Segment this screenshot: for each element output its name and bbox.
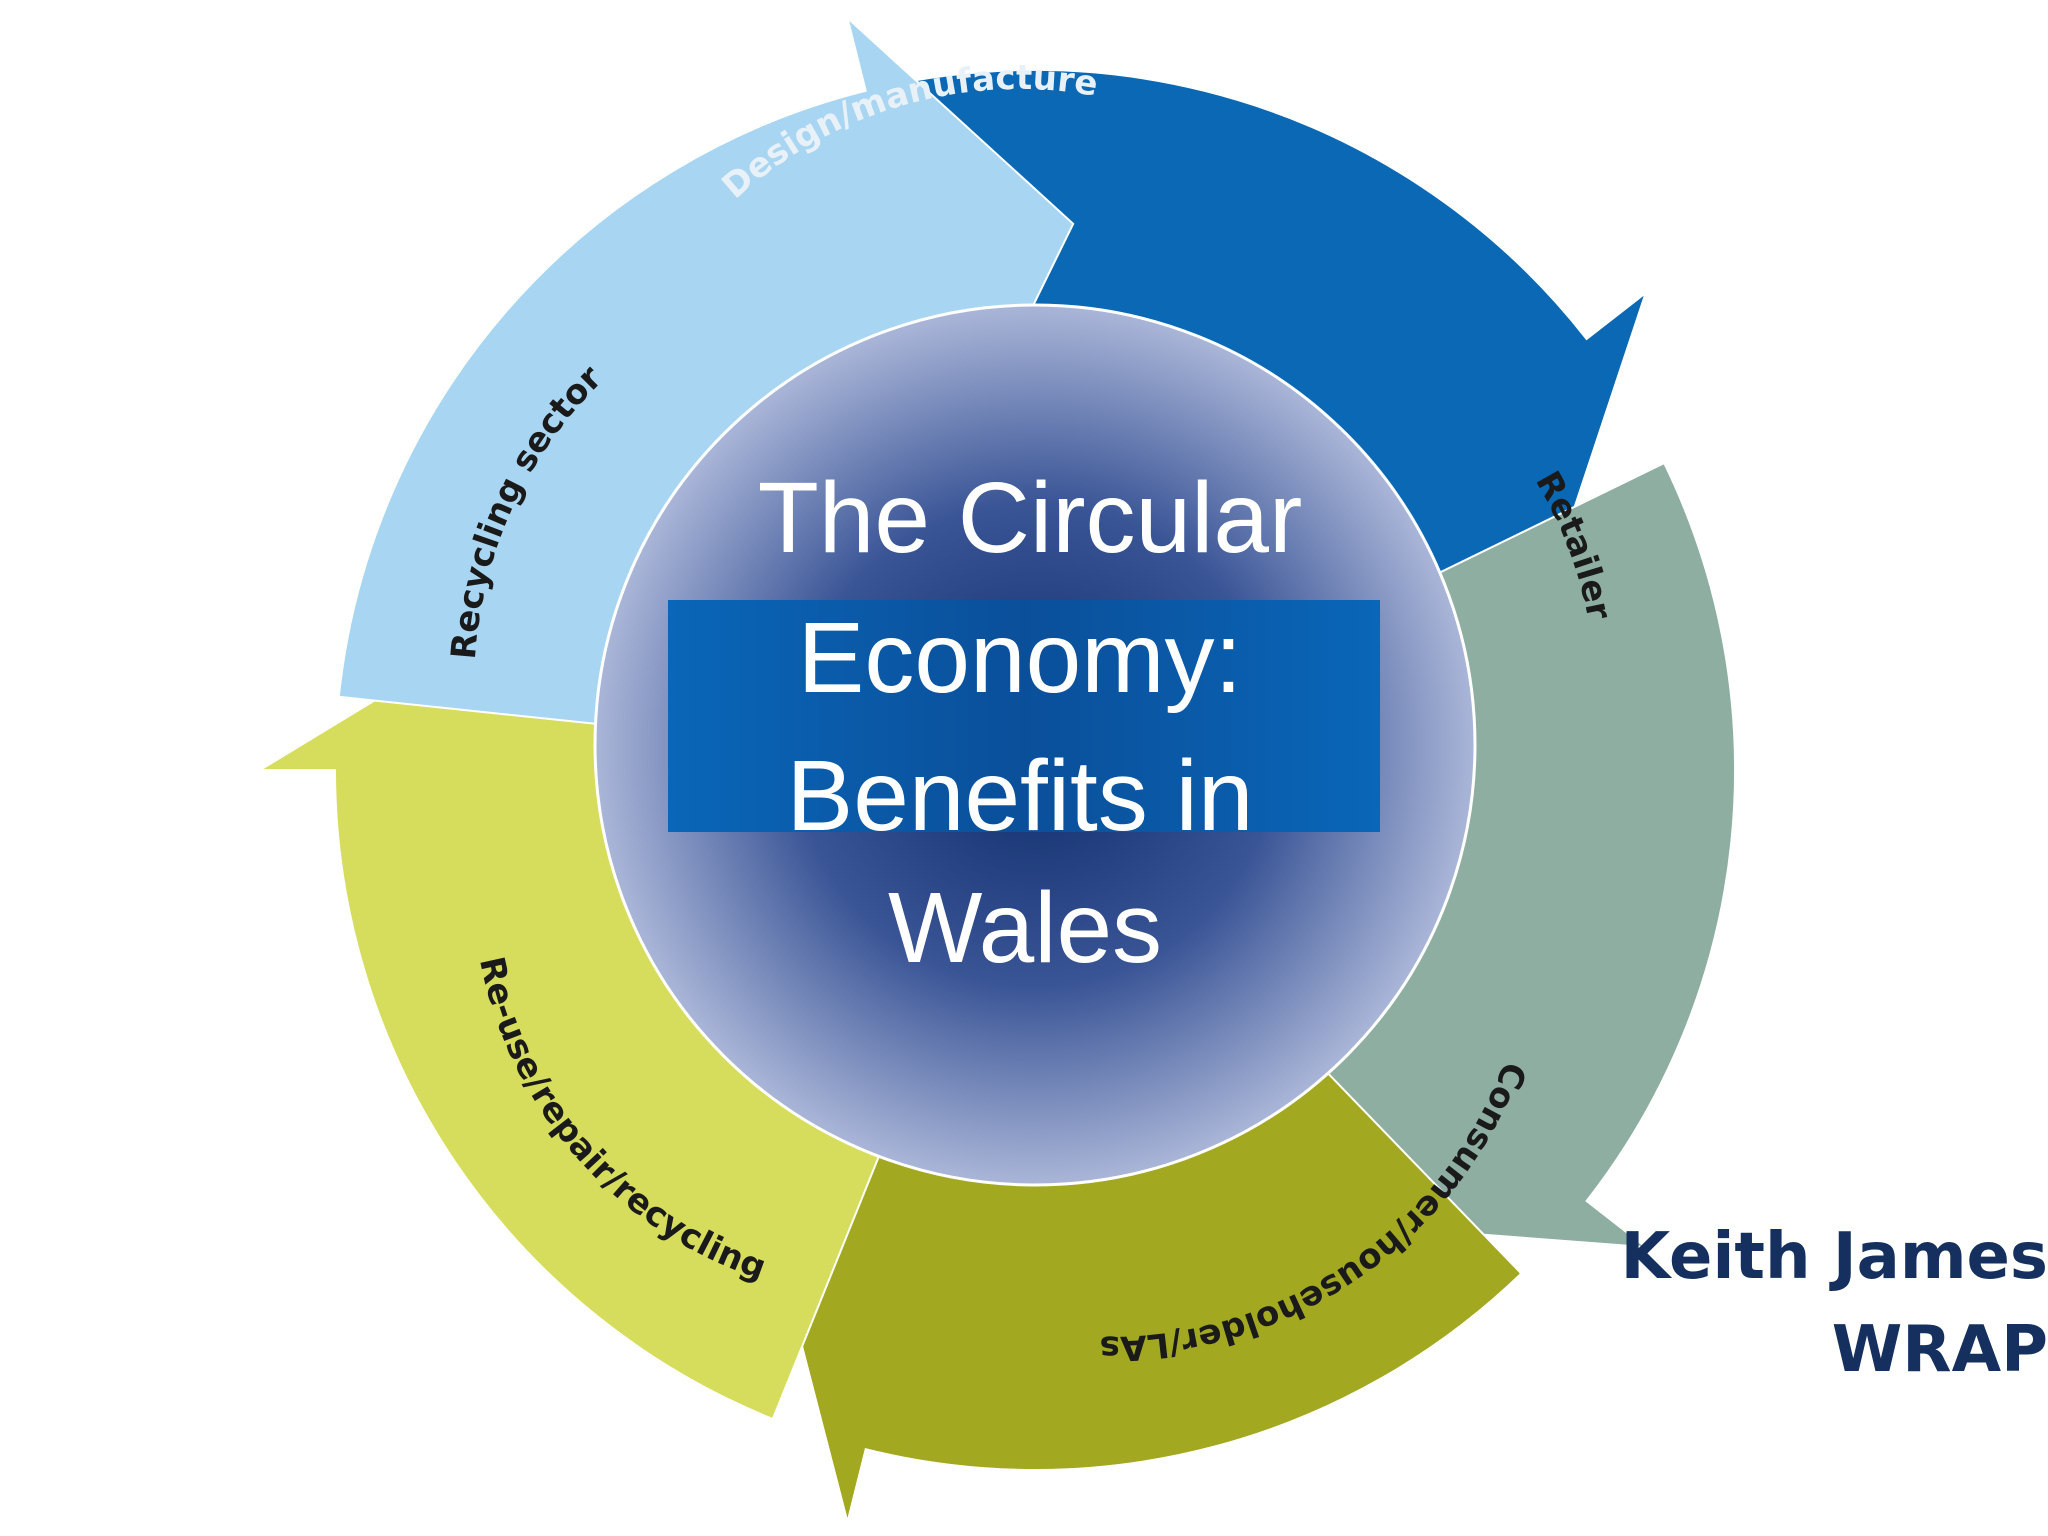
title-band <box>668 600 1380 832</box>
title-line-2: Economy: <box>798 602 1243 714</box>
title-line-1: The Circular <box>758 462 1303 574</box>
author-organization: WRAP <box>1831 1313 2048 1387</box>
center-title: The Circular Economy: Benefits in Wales <box>758 462 1303 984</box>
title-line-3: Benefits in <box>787 740 1254 852</box>
author-name: Keith James <box>1620 1220 2048 1294</box>
title-line-4: Wales <box>888 872 1162 984</box>
